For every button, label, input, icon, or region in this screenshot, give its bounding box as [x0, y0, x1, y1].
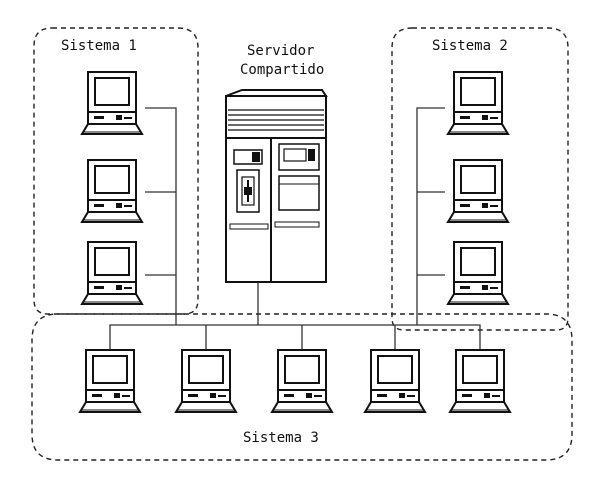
- sistema-2-label: Sistema 2: [432, 38, 508, 54]
- servidor-label-line2: Compartido: [240, 62, 325, 78]
- workstation-icon: [81, 241, 143, 305]
- workstation-icon: [447, 241, 509, 305]
- sistema-2-boundary: [391, 27, 569, 331]
- workstation-icon: [79, 349, 141, 413]
- sistema-3-label: Sistema 3: [243, 430, 319, 446]
- workstation-icon: [81, 71, 143, 135]
- workstation-icon: [447, 71, 509, 135]
- servidor-label-line1: Servidor: [247, 43, 315, 59]
- network-wires: [109, 107, 481, 353]
- workstation-icon: [175, 349, 237, 413]
- server-cabinet-icon: [225, 89, 328, 283]
- workstation-icon: [449, 349, 511, 413]
- workstation-icon: [271, 349, 333, 413]
- sistema-3-boundary: [31, 313, 573, 461]
- workstation-icon: [364, 349, 426, 413]
- sistema-1-label: Sistema 1: [61, 38, 137, 54]
- workstation-icon: [447, 159, 509, 223]
- workstation-icon: [81, 159, 143, 223]
